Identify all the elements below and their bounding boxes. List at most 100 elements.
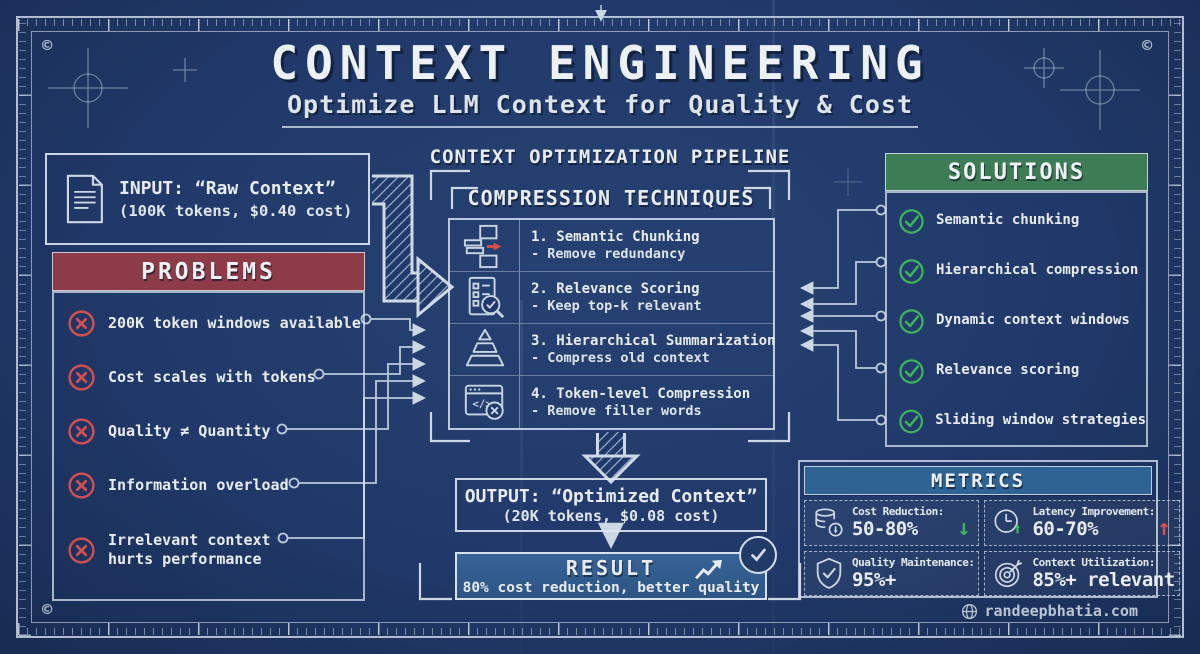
problem-item: Quality ≠ Quantity [54, 404, 363, 458]
metric-value: 95%+ [852, 568, 896, 591]
trend-down-arrow: ↓ [957, 515, 971, 541]
technique-title: 2. Relevance Scoring [531, 281, 700, 297]
trend-up-icon [695, 559, 722, 580]
x-circle-icon [68, 363, 95, 391]
copyright-mark: © [42, 600, 53, 620]
problem-label: 200K token windows available [108, 313, 361, 332]
metric-label: Latency Improvement: [1032, 505, 1155, 519]
compression-techniques-title: COMPRESSION TECHNIQUES [467, 186, 755, 210]
pipeline-title: CONTEXT OPTIMIZATION PIPELINE [429, 146, 791, 168]
technique-detail: - Keep top-k relevant [531, 298, 702, 314]
x-circle-icon [68, 536, 95, 564]
cubes-compress-icon [463, 224, 501, 268]
check-circle-badge-icon [739, 536, 777, 574]
ruler-ticks-bottom [18, 623, 1182, 635]
metric-value: 60-70% [1032, 518, 1099, 541]
globe-icon [962, 603, 978, 619]
solution-item: Relevance scoring [887, 346, 1146, 396]
check-circle-icon [899, 258, 924, 284]
technique-title: 4. Token-level Compression [531, 385, 751, 402]
x-circle-icon [68, 417, 95, 445]
metrics-panel: METRICS Cost Reduction: 50-80% ↓ [798, 460, 1180, 598]
metrics-grid: Cost Reduction: 50-80% ↓ Latency Improve… [804, 500, 1180, 596]
solution-label: Relevance scoring [936, 362, 1080, 379]
pyramid-icon [465, 328, 504, 366]
x-circle-icon [68, 471, 95, 499]
document-icon [66, 174, 103, 224]
problems-list: 200K token windows available Cost scales… [52, 291, 365, 601]
technique-title: 1. Semantic Chunking [531, 229, 700, 245]
technique-title: 3. Hierarchical Summarization [531, 333, 776, 349]
check-circle-icon [899, 358, 924, 384]
output-box: OUTPUT: “Optimized Context” (20K tokens,… [455, 478, 767, 532]
metric-value: 50-80% [852, 518, 918, 541]
solution-item: Dynamic context windows [887, 296, 1146, 346]
frame-inner-border [31, 31, 1169, 623]
solution-label: Sliding window strategies [935, 412, 1146, 429]
solution-label: Dynamic context windows [936, 312, 1130, 329]
page-subtitle: Optimize LLM Context for Quality & Cost [287, 90, 913, 119]
solution-item: Hierarchical compression [887, 246, 1146, 296]
checklist-magnifier-icon [468, 276, 504, 318]
technique-item: 4. Token-level Compression - Remove fill… [520, 376, 775, 428]
result-title: RESULT [565, 556, 657, 580]
check-circle-icon [899, 208, 924, 234]
result-subtitle: 80% cost reduction, better quality [462, 580, 760, 596]
technique-icon-cell: </> [450, 376, 520, 428]
technique-icon-cell [450, 220, 520, 272]
metric-label: Quality Maintenance: [852, 555, 975, 569]
problems-panel: PROBLEMS 200K token windows available Co… [52, 252, 365, 601]
input-line1: INPUT: “Raw Context” [119, 178, 336, 199]
metric-card-latency-improvement: Latency Improvement: 60-70% ↑ [984, 500, 1180, 546]
problem-item: Information overload [54, 458, 363, 512]
footer-watermark: randeepbhatia.com [0, 602, 1138, 620]
problems-header: PROBLEMS [52, 252, 365, 291]
footer-site-label: randeepbhatia.com [984, 602, 1138, 620]
metric-label: Context Utilization: [1032, 555, 1155, 569]
solution-label: Semantic chunking [936, 212, 1080, 229]
database-down-icon [815, 508, 843, 537]
code-window-icon: </> [464, 384, 504, 420]
trend-up-arrow: ↑ [1157, 515, 1171, 541]
problem-label: Quality ≠ Quantity [108, 421, 271, 440]
input-line2: (100K tokens, $0.40 cost) [119, 202, 353, 220]
technique-item: 2. Relevance Scoring - Keep top-k releva… [520, 272, 776, 324]
problem-item: Cost scales with tokens [54, 350, 363, 404]
x-circle-icon [68, 309, 95, 337]
clock-icon [994, 509, 1021, 534]
result-box: RESULT 80% cost reduction, better qualit… [455, 536, 777, 600]
output-line2: (20K tokens, $0.08 cost) [502, 506, 720, 525]
problem-item: 200K token windows available [54, 296, 363, 350]
target-icon [995, 560, 1023, 588]
solution-item: Sliding window strategies [887, 396, 1146, 446]
metric-label: Cost Reduction: [852, 505, 944, 519]
ruler-ticks-top [18, 19, 1182, 31]
shield-check-icon [816, 558, 842, 590]
ruler-ticks-right [1169, 18, 1181, 636]
solution-label: Hierarchical compression [936, 262, 1139, 279]
technique-item: 1. Semantic Chunking - Remove redundancy [520, 220, 776, 272]
copyright-mark: © [1142, 36, 1153, 56]
technique-icon-cell [450, 272, 520, 324]
problem-label: Information overload [108, 475, 289, 494]
solutions-header: SOLUTIONS [885, 153, 1148, 191]
metric-card-cost-reduction: Cost Reduction: 50-80% ↓ [804, 500, 980, 546]
solutions-list: Semantic chunking Hierarchical compressi… [885, 191, 1148, 447]
metric-value: 85%+ relevant [1032, 568, 1175, 591]
solutions-panel: SOLUTIONS Semantic chunking Hierarchical… [885, 153, 1148, 447]
metrics-header: METRICS [804, 466, 1152, 495]
copyright-mark: © [42, 36, 53, 56]
technique-detail: - Compress old context [531, 350, 710, 366]
output-line1: OUTPUT: “Optimized Context” [464, 485, 758, 507]
technique-icon-cell [450, 324, 520, 376]
subtitle-underline [282, 126, 918, 128]
compression-techniques-table: 1. Semantic Chunking - Remove redundancy… [448, 218, 776, 430]
metric-card-context-utilization: Context Utilization: 85%+ relevant [984, 550, 1180, 596]
problem-label: Irrelevant context hurts performance [108, 531, 271, 568]
check-circle-icon [899, 409, 924, 433]
technique-item: 3. Hierarchical Summarization - Compress… [520, 324, 776, 376]
metric-card-quality-maintenance: Quality Maintenance: 95%+ [804, 550, 980, 596]
input-box: INPUT: “Raw Context” (100K tokens, $0.40… [45, 153, 370, 245]
check-circle-icon [899, 308, 924, 334]
